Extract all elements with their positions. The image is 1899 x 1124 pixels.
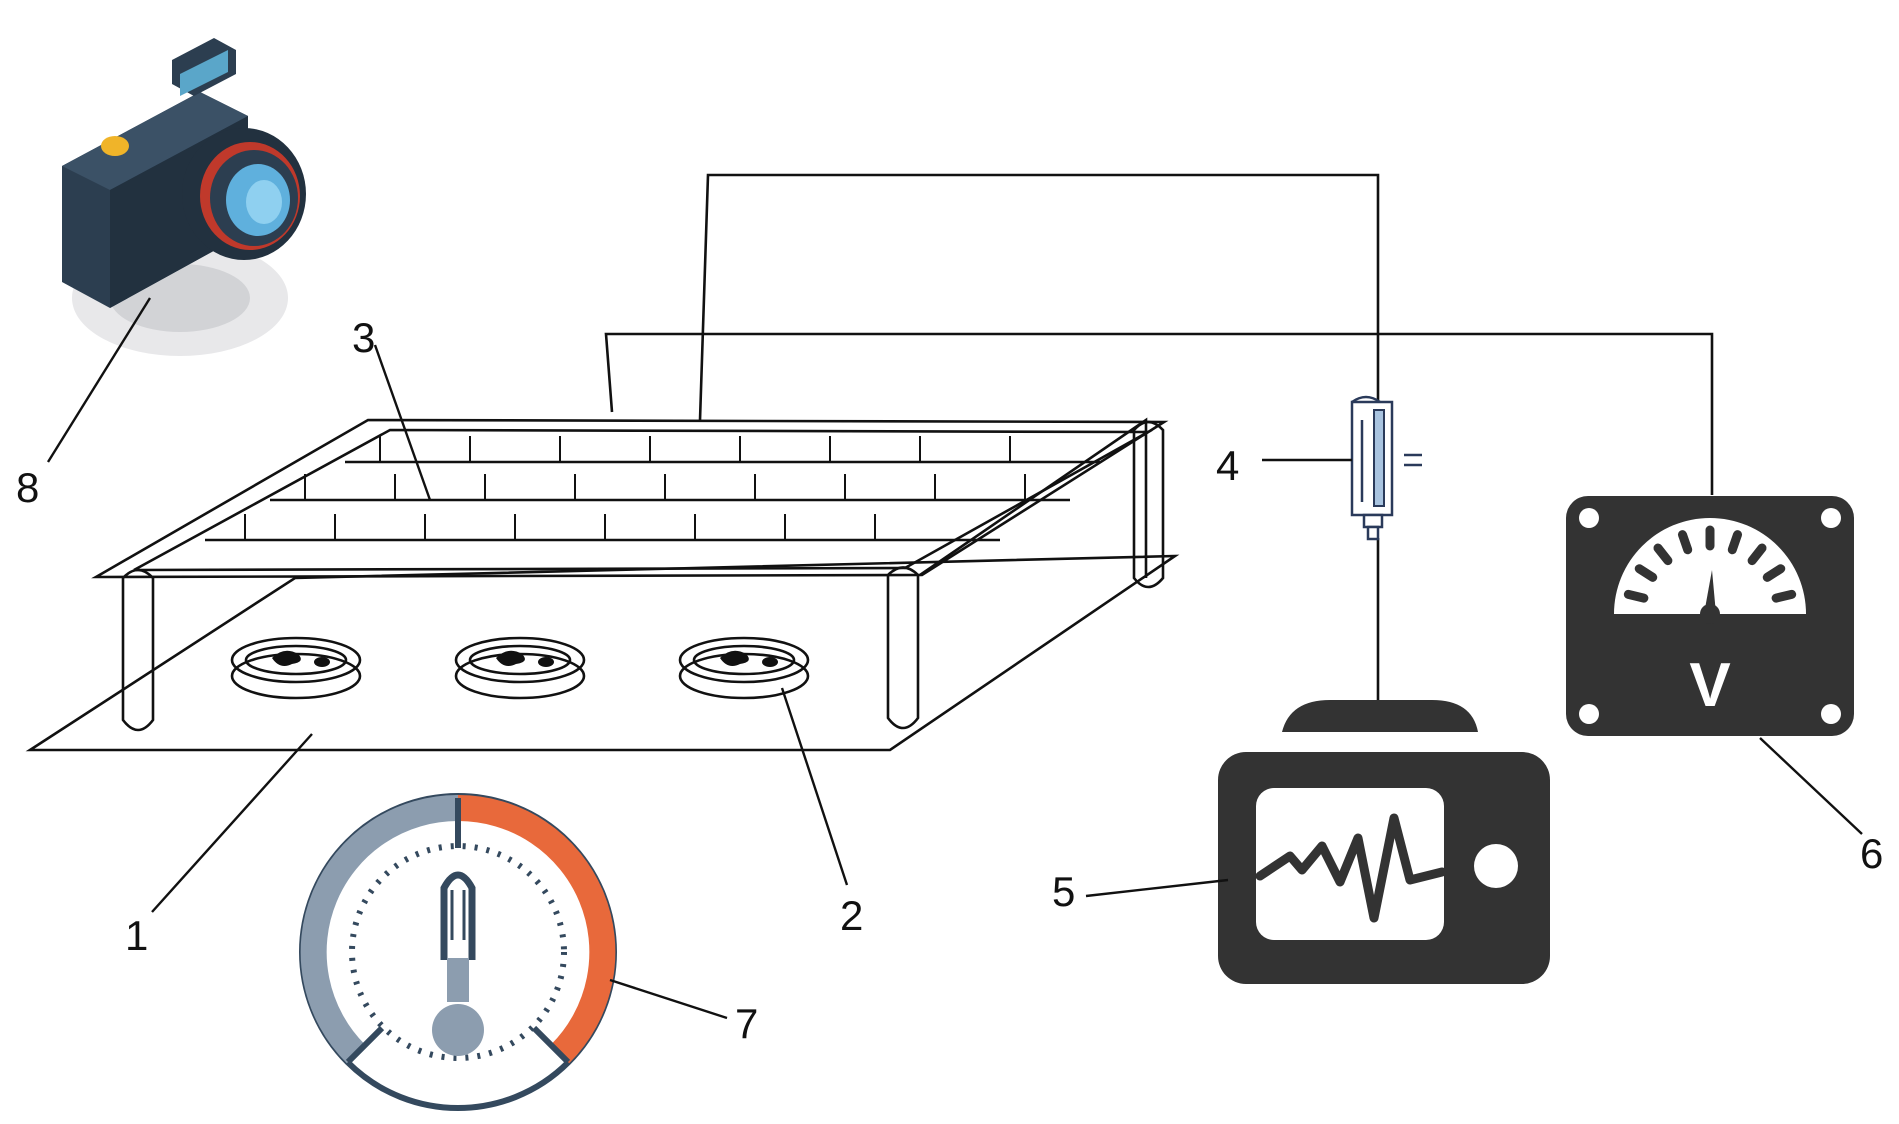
label-tray: 1	[125, 912, 148, 959]
support-posts	[121, 420, 1165, 732]
label-petri-dish: 2	[840, 892, 863, 939]
petri-dishes	[230, 636, 810, 700]
number-labels: 1 2 3 4 5 6 7 8	[16, 314, 1883, 1047]
label-monitor: 5	[1052, 868, 1075, 915]
petri-dish	[454, 636, 586, 700]
tray	[25, 417, 1180, 752]
label-connector: 4	[1216, 442, 1239, 489]
label-thermometer-gauge: 7	[735, 1000, 758, 1047]
petri-dish	[678, 636, 810, 700]
monitor-waveform-icon	[1218, 700, 1550, 984]
voltmeter-icon: V	[1566, 496, 1854, 736]
label-electrode-grid: 3	[352, 314, 375, 361]
petri-dish	[230, 636, 362, 700]
leader-lines	[46, 297, 1863, 1020]
label-camera: 8	[16, 464, 39, 511]
electrode-grid	[205, 436, 1100, 542]
thermometer-icon	[299, 793, 617, 1111]
wires	[604, 173, 1714, 710]
camera-icon	[62, 38, 306, 356]
voltmeter-unit: V	[1689, 651, 1730, 720]
label-voltmeter: 6	[1860, 830, 1883, 877]
connector-icon	[1350, 395, 1422, 541]
